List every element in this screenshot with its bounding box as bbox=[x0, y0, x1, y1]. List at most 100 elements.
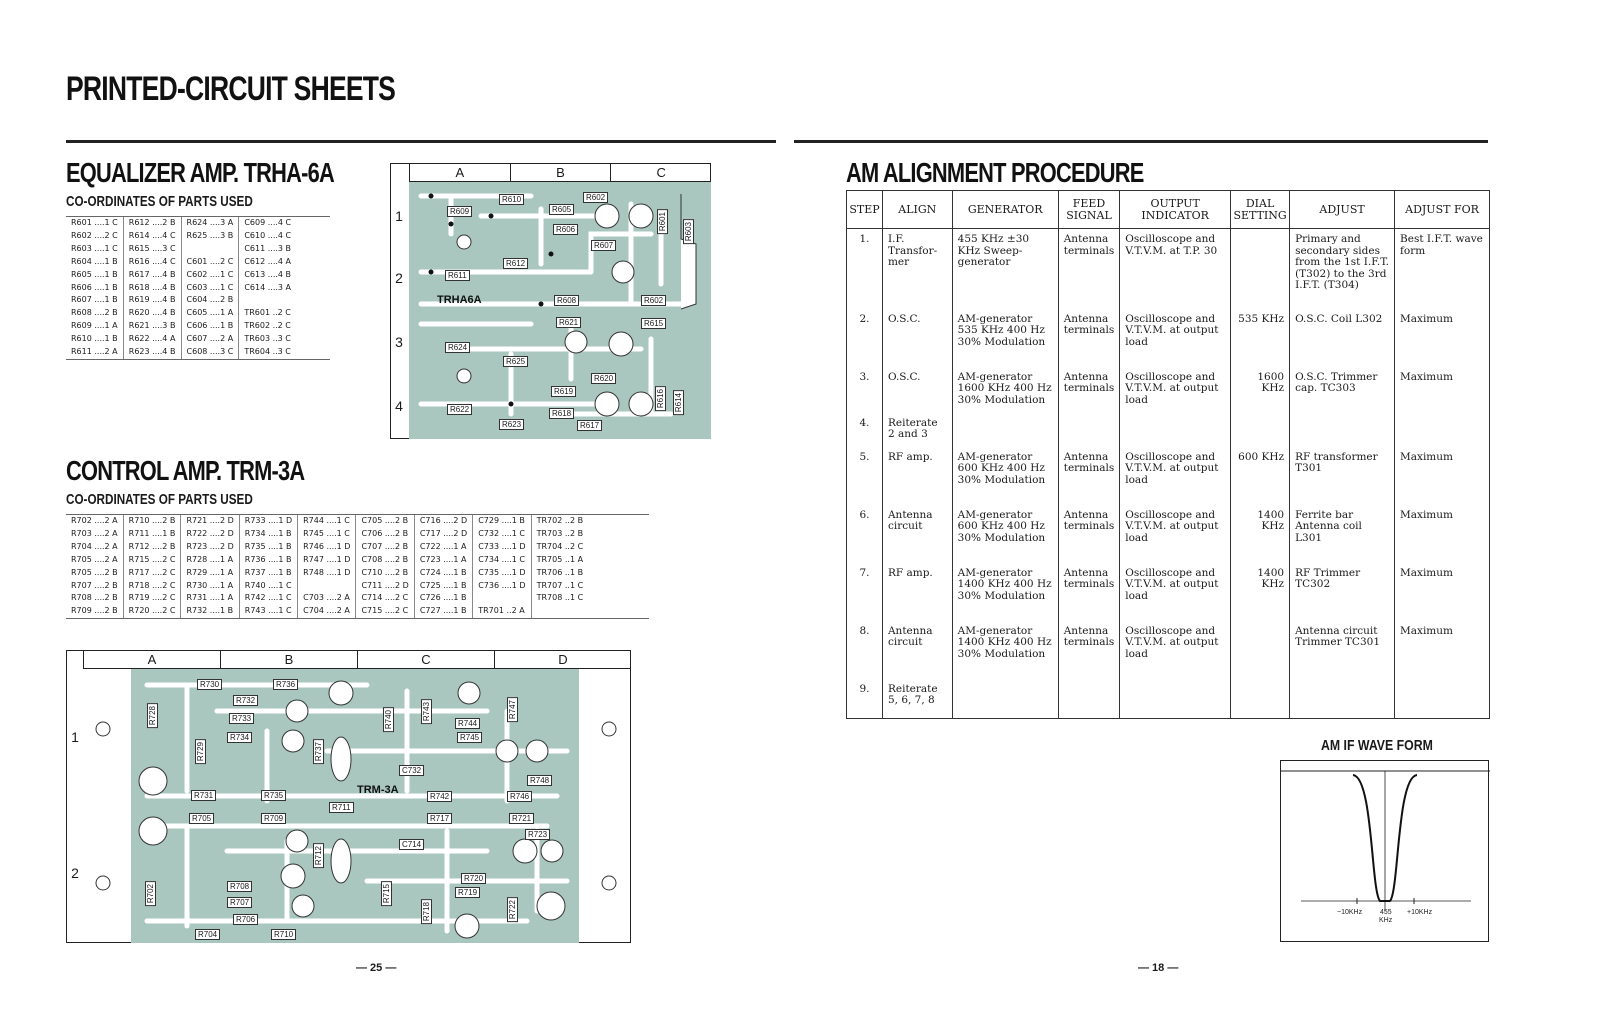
coordinate-entry: R619 ....4 B bbox=[128, 295, 176, 305]
coordinate-entry: C729 ....1 B bbox=[478, 516, 525, 525]
part-r736: R736 bbox=[273, 679, 299, 690]
equalizer-title: EQUALIZER AMP. TRHA-6A bbox=[66, 157, 335, 188]
grid-column-label: A bbox=[83, 651, 220, 669]
cell-feed: Antenna terminals bbox=[1057, 366, 1121, 413]
coordinate-entry: C704 ....2 A bbox=[303, 606, 350, 616]
part-r625: R625 bbox=[503, 356, 529, 367]
cell-for: Maximum bbox=[1394, 562, 1490, 621]
coordinate-entry: R611 ....2 A bbox=[71, 347, 118, 357]
coordinate-entry: TR705 ..1 A bbox=[536, 554, 584, 564]
cell-output: Oscilloscope and V.T.V.M. at output load bbox=[1119, 620, 1232, 679]
coordinate-entry: C703 ....2 A bbox=[303, 593, 350, 603]
cell-step: 1. bbox=[846, 228, 883, 309]
coordinate-entry: C611 ....3 B bbox=[244, 243, 292, 253]
coordinate-entry: R703 ....2 A bbox=[71, 528, 118, 538]
part-r602: R602 bbox=[583, 192, 609, 203]
coordinate-entry bbox=[537, 605, 584, 618]
part-r712: R712 bbox=[313, 843, 324, 869]
coordinate-entry: R720 ....2 C bbox=[128, 606, 176, 616]
part-r704: R704 bbox=[195, 929, 221, 940]
coordinate-entry: C707 ....2 B bbox=[361, 541, 409, 551]
coordinate-entry: R721 ....2 D bbox=[186, 516, 234, 525]
coordinate-entry: C609 ....4 C bbox=[244, 218, 292, 227]
coordinate-entry: C604 ....2 B bbox=[186, 295, 234, 305]
part-r609: R609 bbox=[447, 206, 473, 217]
cell-for: Best I.F.T. wave form bbox=[1394, 228, 1490, 309]
cell-feed bbox=[1057, 412, 1121, 447]
coordinate-entry: C722 ....1 A bbox=[419, 541, 467, 551]
cell-feed: Antenna terminals bbox=[1057, 228, 1121, 309]
grid-row-label: 2 bbox=[71, 865, 79, 881]
coordinate-entry: R736 ....1 B bbox=[244, 554, 292, 564]
cell-feed: Antenna terminals bbox=[1057, 446, 1121, 505]
grid-row-label: 3 bbox=[395, 334, 403, 350]
coordinate-entry: C734 ....1 C bbox=[478, 554, 526, 564]
coordinate-entry: R707 ....2 B bbox=[71, 580, 118, 590]
coordinate-entry: C717 ....2 D bbox=[419, 528, 468, 538]
part-r732: R732 bbox=[233, 695, 259, 706]
cell-feed: Antenna terminals bbox=[1057, 620, 1121, 679]
coordinate-entry: TR602 ..2 C bbox=[244, 321, 291, 331]
cell-dial: 1400 KHz bbox=[1230, 504, 1291, 563]
coordinate-entry: R612 ....2 B bbox=[128, 218, 176, 227]
cell-generator bbox=[951, 412, 1059, 447]
cell-output: Oscilloscope and V.T.V.M. at output load bbox=[1119, 504, 1232, 563]
cell-dial: 600 KHz bbox=[1230, 446, 1291, 505]
coordinate-entry: TR701 ..2 A bbox=[478, 606, 525, 616]
cell-adjust: O.S.C. Coil L302 bbox=[1289, 308, 1396, 367]
part-r602b: R602 bbox=[641, 295, 667, 306]
cell-align: I.F. Transfor- mer bbox=[881, 228, 953, 309]
cell-adjust bbox=[1289, 678, 1396, 719]
coordinate-entry: R730 ....1 A bbox=[186, 580, 234, 590]
cell-for: Maximum bbox=[1394, 366, 1490, 413]
grid-column-label: D bbox=[494, 651, 631, 669]
column-header: ALIGN bbox=[881, 190, 953, 229]
cell-dial: 1400 KHz bbox=[1230, 562, 1291, 621]
coordinate-entry bbox=[244, 294, 291, 307]
right-divider bbox=[794, 140, 1488, 143]
equalizer-traces bbox=[418, 193, 697, 417]
coordinate-entry: R621 ....3 B bbox=[128, 321, 176, 331]
part-r709: R709 bbox=[261, 813, 287, 824]
coordinate-entry: C735 ....1 D bbox=[478, 567, 526, 577]
part-r616: R616 bbox=[655, 386, 666, 412]
coordinate-entry: R702 ....2 A bbox=[71, 516, 118, 525]
part-r702: R702 bbox=[145, 881, 156, 907]
coordinate-entry: TR601 ..2 C bbox=[244, 308, 291, 318]
cell-step: 4. bbox=[846, 412, 883, 447]
coordinate-entry: R615 ....3 C bbox=[128, 243, 176, 253]
coordinate-entry: R711 ....1 B bbox=[128, 528, 176, 538]
coordinate-entry: R705 ....2 B bbox=[71, 567, 118, 577]
cell-output bbox=[1119, 678, 1232, 719]
coordinate-entry: C710 ....2 B bbox=[361, 567, 409, 577]
waveform-left-label: −10KHz bbox=[1337, 909, 1363, 916]
coordinate-entry: TR703 ..2 B bbox=[536, 528, 584, 538]
cell-dial bbox=[1230, 620, 1291, 679]
coordinate-entry: R624 ....3 A bbox=[186, 218, 234, 227]
waveform-title: AM IF WAVE FORM bbox=[1321, 737, 1433, 754]
part-r708: R708 bbox=[227, 881, 253, 892]
part-r717: R717 bbox=[427, 813, 453, 824]
part-r618: R618 bbox=[549, 408, 575, 419]
coordinate-entry bbox=[187, 243, 234, 256]
cell-dial bbox=[1230, 678, 1291, 719]
cell-align: Antenna circuit bbox=[881, 620, 953, 679]
part-r735: R735 bbox=[261, 790, 287, 801]
control-board-name: TRM-3A bbox=[357, 784, 399, 796]
coordinate-entry: C714 ....2 C bbox=[361, 593, 409, 603]
cell-for bbox=[1394, 412, 1490, 447]
control-title: CONTROL AMP. TRM-3A bbox=[66, 455, 305, 486]
part-r707: R707 bbox=[227, 897, 253, 908]
coordinate-entry: R717 ....2 C bbox=[128, 567, 176, 577]
cell-adjust: RF Trimmer TC302 bbox=[1289, 562, 1396, 621]
